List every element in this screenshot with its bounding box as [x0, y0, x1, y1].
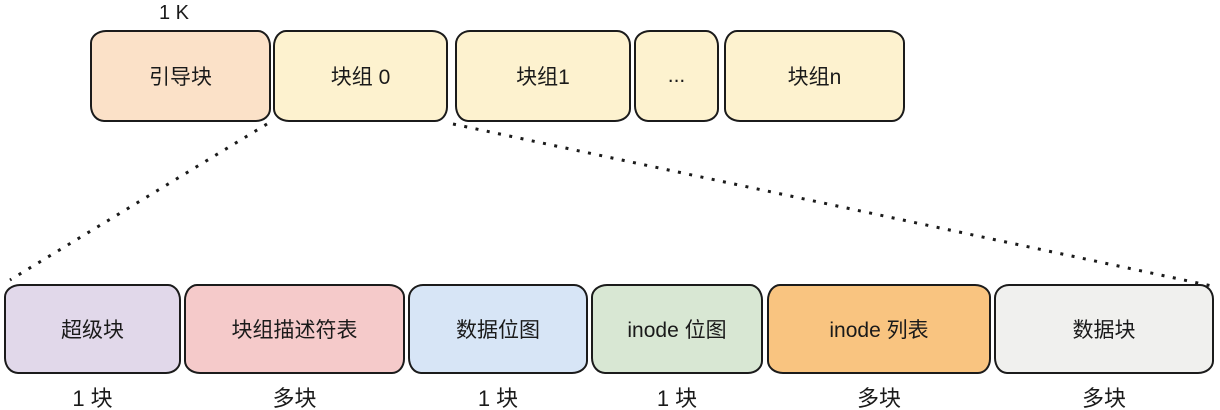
count-label: 1 块: [72, 386, 113, 410]
count-label: 1 块: [656, 386, 698, 410]
count-label: 1 块: [477, 386, 519, 410]
block-label: 数据块: [1072, 319, 1136, 342]
block-label: 引导块: [149, 66, 212, 89]
block-label: 块组描述符表: [231, 319, 358, 342]
block-label: 超级块: [61, 319, 124, 342]
dotted-connector-right: [452, 122, 1213, 288]
group-data-blocks: 数据块 多块: [994, 284, 1214, 410]
block-group-0: 块组 0: [273, 30, 448, 122]
block-label: ...: [667, 64, 686, 87]
group-data-bitmap: 数据位图 1 块: [408, 284, 588, 410]
block-inode-table: inode 列表: [767, 284, 991, 374]
block-label: 块组n: [787, 66, 842, 89]
block-superblock: 超级块: [4, 284, 181, 374]
count-label: 多块: [1081, 386, 1126, 410]
group-descriptor-table: 块组描述符表 多块: [184, 284, 405, 410]
block-group-ellipsis: ...: [634, 30, 719, 122]
block-label: inode 列表: [829, 319, 929, 342]
block-label: inode 位图: [627, 319, 727, 342]
block-label: 数据位图: [456, 319, 540, 342]
dotted-connector-left: [9, 122, 268, 282]
group-inode-table: inode 列表 多块: [767, 284, 991, 410]
block-size-label: 1 K: [158, 2, 190, 24]
block-group-1: 块组1: [455, 30, 631, 122]
block-inode-bitmap: inode 位图: [591, 284, 763, 374]
block-label: 块组1: [516, 66, 570, 89]
block-boot: 引导块: [90, 30, 271, 122]
block-group-descriptor-table: 块组描述符表: [184, 284, 405, 374]
block-data-blocks: 数据块: [994, 284, 1214, 374]
count-label: 多块: [272, 386, 317, 410]
count-label: 多块: [856, 386, 901, 410]
block-group-n: 块组n: [724, 30, 905, 122]
group-inode-bitmap: inode 位图 1 块: [591, 284, 763, 410]
block-data-bitmap: 数据位图: [408, 284, 588, 374]
group-superblock: 超级块 1 块: [4, 284, 181, 410]
block-label: 块组 0: [330, 66, 391, 89]
